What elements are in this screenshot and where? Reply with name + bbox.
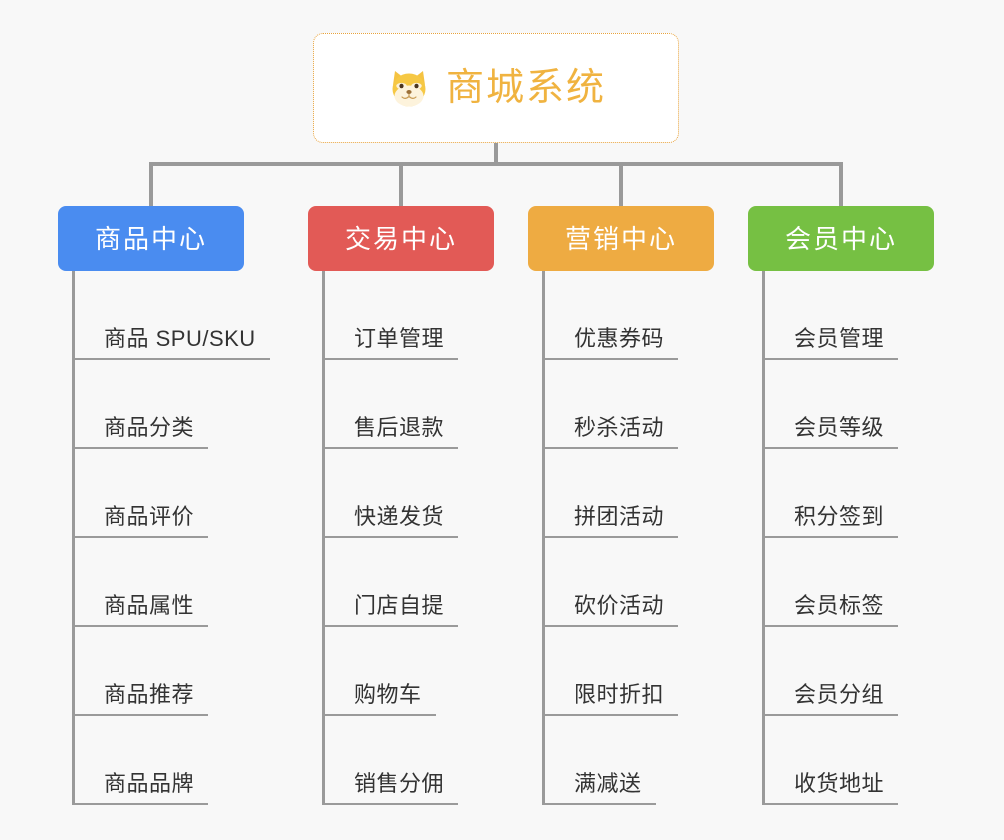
leaf-label: 砍价活动 [574,592,665,618]
leaf-label: 会员标签 [794,592,885,618]
leaf-label: 购物车 [354,681,422,707]
leaf-item[interactable]: 商品 SPU/SKU [58,271,270,360]
leaf-label: 订单管理 [354,325,445,351]
category-header-marketing[interactable]: 营销中心 [528,206,714,271]
leaf-item[interactable]: 购物车 [308,627,494,716]
category-header-product[interactable]: 商品中心 [58,206,244,271]
leaf-item[interactable]: 门店自提 [308,538,494,627]
leaf-item[interactable]: 订单管理 [308,271,494,360]
column-spine [762,271,765,805]
leaf-label: 拼团活动 [574,503,665,529]
leaf-item[interactable]: 商品评价 [58,449,244,538]
connector-root-stem [494,143,498,164]
column-spine [542,271,545,805]
leaf-label: 商品 SPU/SKU [104,325,256,351]
column-spine [72,271,75,805]
connector-drop-1 [149,162,153,208]
category-header-label: 营销中心 [564,223,677,254]
leaf-label: 满减送 [574,770,642,796]
leaf-list: 优惠券码 秒杀活动 拼团活动 砍价活动 限时折扣 满减送 [528,271,714,805]
connector-drop-4 [839,162,843,208]
leaf-item[interactable]: 商品属性 [58,538,244,627]
leaf-label: 商品属性 [104,592,195,618]
leaf-label: 限时折扣 [574,681,665,707]
leaf-item[interactable]: 商品分类 [58,360,244,449]
leaf-label: 会员分组 [794,681,885,707]
leaf-item[interactable]: 快递发货 [308,449,494,538]
leaf-item[interactable]: 会员管理 [748,271,934,360]
shiba-dog-icon [386,65,432,111]
leaf-item[interactable]: 优惠券码 [528,271,714,360]
leaf-item[interactable]: 会员标签 [748,538,934,627]
leaf-item[interactable]: 销售分佣 [308,716,494,805]
leaf-item[interactable]: 会员等级 [748,360,934,449]
leaf-item[interactable]: 商品品牌 [58,716,244,805]
column-spine [322,271,325,805]
root-node[interactable]: 商城系统 [313,33,679,143]
category-header-label: 会员中心 [784,223,897,254]
leaf-label: 售后退款 [354,414,445,440]
root-title: 商城系统 [445,67,606,109]
category-header-label: 商品中心 [94,223,207,254]
leaf-label: 商品推荐 [104,681,195,707]
leaf-item[interactable]: 限时折扣 [528,627,714,716]
connector-horizontal-bar [149,162,842,166]
leaf-label: 会员等级 [794,414,885,440]
leaf-label: 秒杀活动 [574,414,665,440]
leaf-item[interactable]: 秒杀活动 [528,360,714,449]
leaf-item[interactable]: 售后退款 [308,360,494,449]
leaf-list: 商品 SPU/SKU 商品分类 商品评价 商品属性 商品推荐 商品品牌 [58,271,270,805]
leaf-label: 商品分类 [104,414,195,440]
leaf-item[interactable]: 商品推荐 [58,627,244,716]
leaf-item[interactable]: 满减送 [528,716,714,805]
connector-drop-2 [399,162,403,208]
category-column-marketing: 营销中心 优惠券码 秒杀活动 拼团活动 砍价活动 限时折扣 满减送 [528,206,714,805]
leaf-item[interactable]: 砍价活动 [528,538,714,627]
leaf-list: 订单管理 售后退款 快递发货 门店自提 购物车 销售分佣 [308,271,494,805]
leaf-label: 会员管理 [794,325,885,351]
leaf-label: 销售分佣 [354,770,445,796]
leaf-item[interactable]: 收货地址 [748,716,934,805]
leaf-label: 商品评价 [104,503,195,529]
category-column-trade: 交易中心 订单管理 售后退款 快递发货 门店自提 购物车 销售分佣 [308,206,494,805]
leaf-label: 积分签到 [794,503,885,529]
leaf-label: 商品品牌 [104,770,195,796]
leaf-item[interactable]: 会员分组 [748,627,934,716]
leaf-label: 优惠券码 [574,325,665,351]
leaf-list: 会员管理 会员等级 积分签到 会员标签 会员分组 收货地址 [748,271,934,805]
leaf-item[interactable]: 积分签到 [748,449,934,538]
connector-drop-3 [619,162,623,208]
leaf-label: 门店自提 [354,592,445,618]
category-column-product: 商品中心 商品 SPU/SKU 商品分类 商品评价 商品属性 商品推荐 商品品牌 [58,206,270,805]
category-header-member[interactable]: 会员中心 [748,206,934,271]
leaf-label: 收货地址 [794,770,885,796]
leaf-item[interactable]: 拼团活动 [528,449,714,538]
category-column-member: 会员中心 会员管理 会员等级 积分签到 会员标签 会员分组 收货地址 [748,206,934,805]
category-header-label: 交易中心 [344,223,457,254]
category-header-trade[interactable]: 交易中心 [308,206,494,271]
leaf-label: 快递发货 [354,503,445,529]
